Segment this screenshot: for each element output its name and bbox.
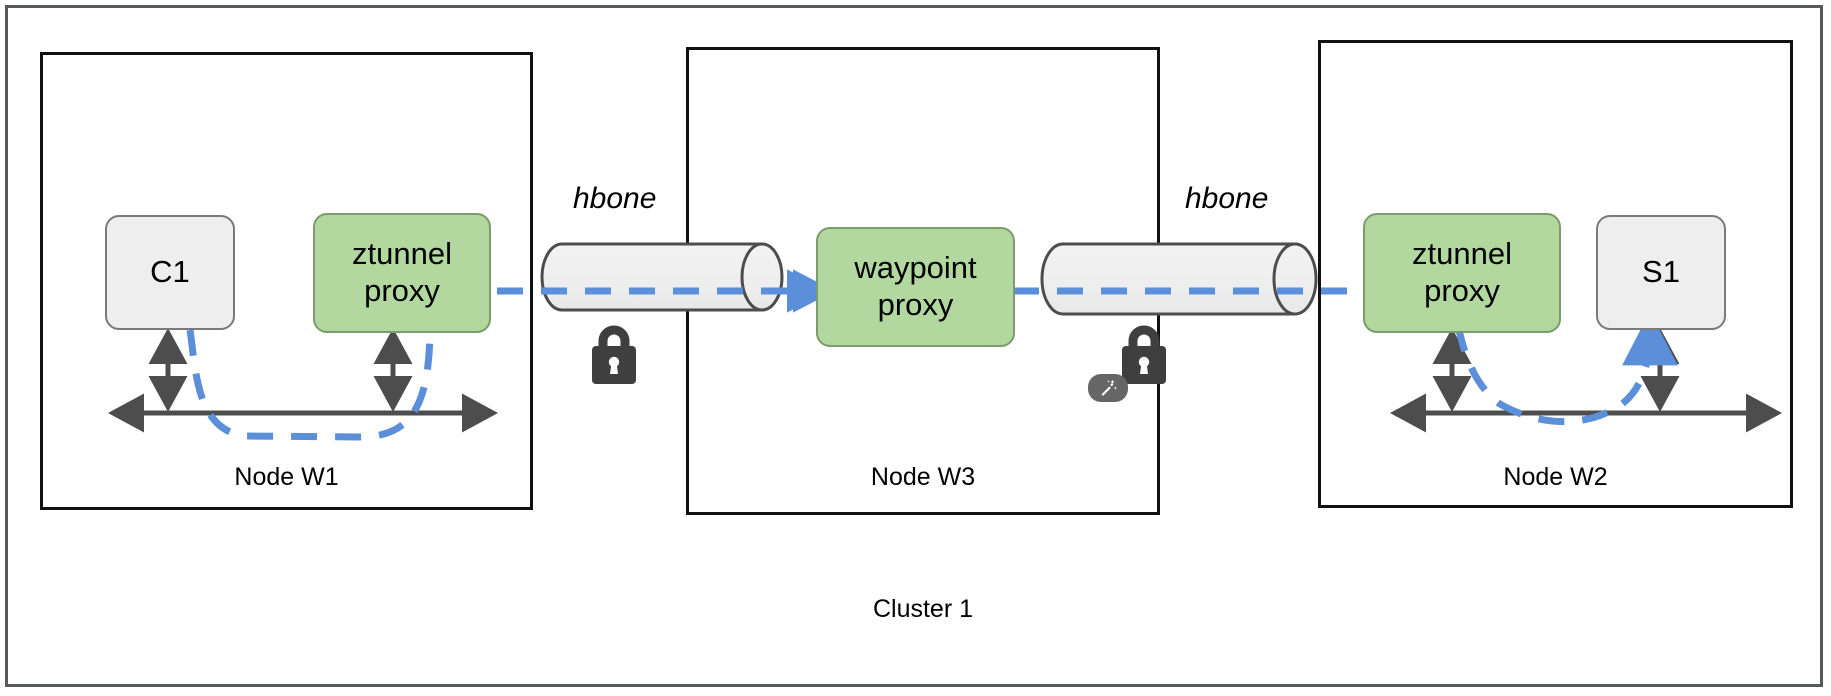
hbone-label-left: hbone bbox=[573, 182, 656, 216]
node-label-w2-text: Node W2 bbox=[1503, 463, 1608, 491]
waypoint-proxy-line2: proxy bbox=[877, 287, 954, 322]
cluster-label: Cluster 1 bbox=[686, 595, 1160, 624]
node-label-w3-text: Node W3 bbox=[870, 463, 976, 491]
node-label-w2: Node W2 bbox=[1318, 463, 1793, 492]
ztunnel-proxy-w1-line1: ztunnel bbox=[352, 236, 452, 272]
node-label-w1: Node W1 bbox=[40, 463, 533, 492]
ztunnel-proxy-w1-line2: proxy bbox=[364, 273, 440, 308]
waypoint-badge[interactable] bbox=[1088, 374, 1128, 402]
workload-c1-label: C1 bbox=[150, 254, 190, 290]
cluster-label-text: Cluster 1 bbox=[872, 595, 974, 623]
workload-s1-label: S1 bbox=[1642, 254, 1680, 290]
waypoint-proxy-w3[interactable]: waypoint proxy bbox=[816, 227, 1015, 347]
ztunnel-proxy-w2-line1: ztunnel bbox=[1412, 236, 1512, 272]
hbone-label-right-text: hbone bbox=[1185, 182, 1269, 215]
workload-c1[interactable]: C1 bbox=[105, 215, 235, 330]
hbone-label-right: hbone bbox=[1185, 182, 1268, 216]
waypoint-proxy-line1: waypoint bbox=[854, 250, 977, 286]
hbone-label-left-text: hbone bbox=[573, 182, 657, 215]
ztunnel-proxy-w2[interactable]: ztunnel proxy bbox=[1363, 213, 1561, 333]
node-label-w1-text: Node W1 bbox=[234, 463, 339, 491]
workload-s1[interactable]: S1 bbox=[1596, 215, 1726, 330]
node-label-w3: Node W3 bbox=[686, 463, 1160, 492]
magic-wand-icon bbox=[1101, 379, 1117, 396]
ztunnel-proxy-w1[interactable]: ztunnel proxy bbox=[313, 213, 491, 333]
ztunnel-proxy-w2-line2: proxy bbox=[1424, 273, 1500, 308]
